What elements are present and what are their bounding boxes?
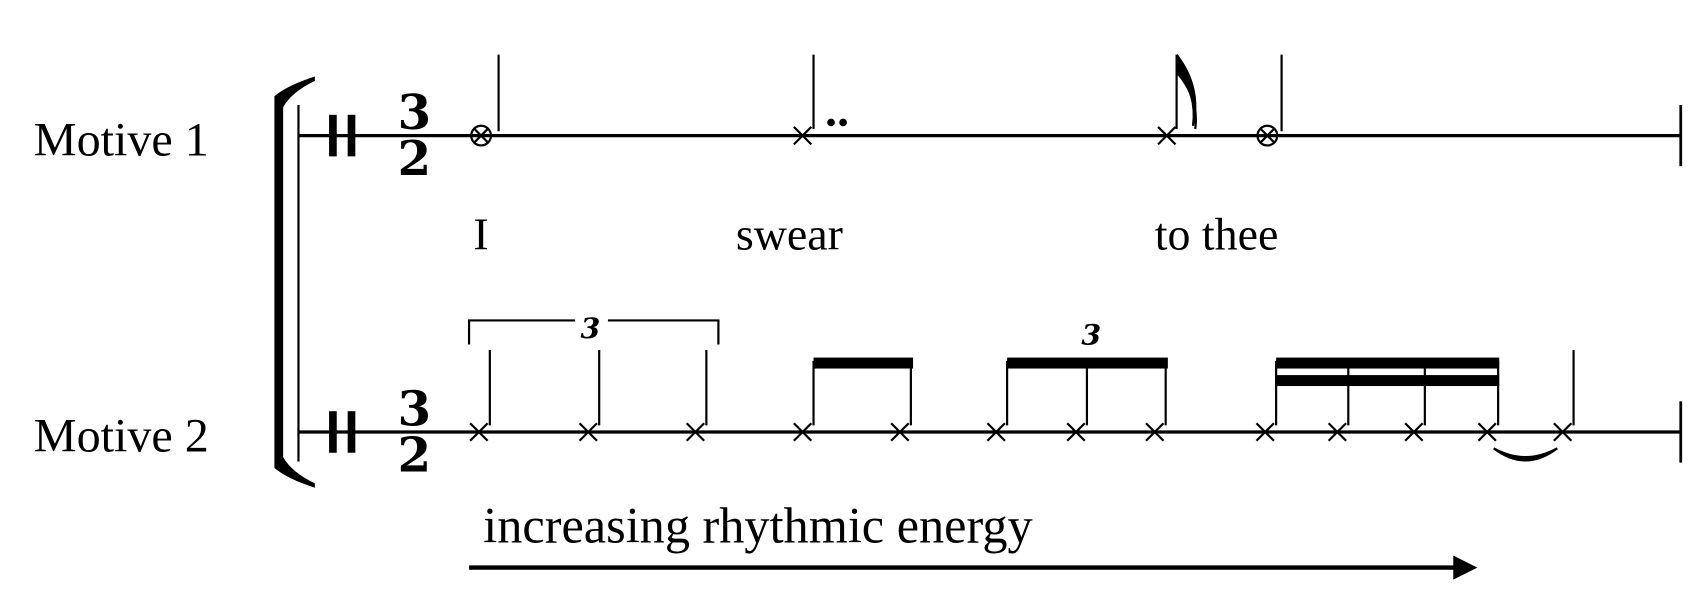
note-x-head (890, 360, 912, 442)
staff-label-motive-2: Motive 2 (34, 410, 209, 463)
percussion-clef-1 (329, 114, 356, 157)
lyric: to thee (1155, 208, 1279, 259)
tuplet-number: 3 (1081, 317, 1101, 351)
note-x-head (1066, 360, 1089, 442)
note-x-head-sixteenth (1157, 54, 1197, 146)
percussion-clef-2 (329, 411, 356, 453)
note-circled-x-head (1256, 54, 1283, 147)
time-sig-bottom-1: 2 (398, 131, 431, 187)
motive-2-notes (469, 349, 1575, 442)
annotation-text: increasing rhythmic energy (483, 497, 1032, 553)
staff-label-motive-1: Motive 1 (34, 113, 209, 166)
triplet-bracket (467, 319, 720, 345)
note-x-head-double-dotted (793, 54, 847, 146)
tie (1493, 447, 1558, 462)
note-x-head (1553, 349, 1575, 442)
note-x-head (1327, 360, 1350, 442)
lyric: I (473, 208, 488, 259)
note-circled-x-head (470, 54, 500, 147)
note-x-head (793, 360, 815, 442)
note-x-head (1477, 360, 1500, 442)
note-x-head (986, 360, 1009, 442)
note-x-head (1404, 360, 1426, 442)
note-x-head (1255, 360, 1278, 442)
time-sig-top-2: 3 (398, 381, 431, 437)
tuplet-number: 3 (581, 311, 601, 345)
note-x-head (578, 349, 601, 442)
time-sig-top-1: 3 (398, 85, 431, 141)
note-x-head (469, 349, 491, 442)
time-sig-bottom-2: 2 (398, 427, 431, 483)
note-x-head (685, 349, 708, 442)
arrow-icon (469, 555, 1478, 580)
beams (813, 357, 1500, 387)
note-x-head (1145, 360, 1167, 442)
lyric: swear (736, 208, 843, 259)
system-bracket (274, 76, 315, 488)
